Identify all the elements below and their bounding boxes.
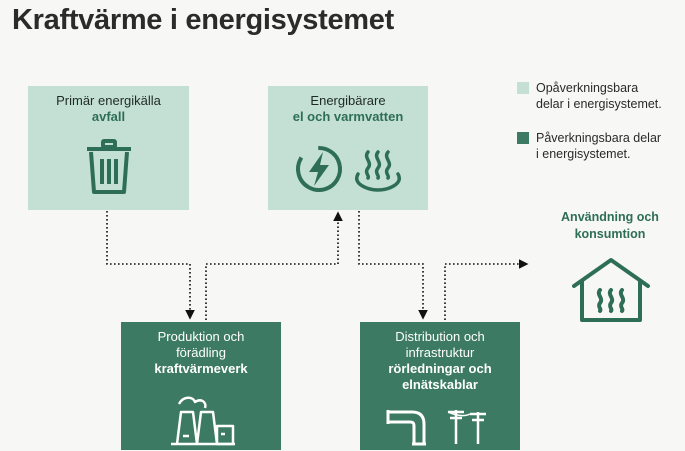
carrier-bold-label: el och varmvatten: [292, 109, 404, 124]
house-heat-icon: [572, 258, 650, 322]
carrier-label: Energibärare: [310, 93, 386, 108]
heat-waves-icon: [354, 150, 402, 192]
legend-item-light: Opåverkningsbara delar i energisystemet.: [536, 80, 662, 112]
distribution-box: Distribution och infrastruktur rörlednin…: [360, 322, 520, 450]
primary-energy-box: Primär energikälla avfall: [28, 86, 189, 210]
primary-label: Primär energikälla: [56, 93, 161, 108]
arrow-production-to-carrier: [205, 211, 343, 320]
power-plant-icon: [171, 396, 235, 446]
production-bold-label: kraftvärmeverk: [154, 361, 248, 376]
primary-bold-label: avfall: [91, 109, 126, 124]
production-label-1: Produktion och: [157, 329, 245, 344]
arrow-distribution-to-usage: [444, 259, 529, 320]
legend-light-line-2: delar i energisystemet.: [536, 97, 662, 111]
energy-carrier-box: Energibärare el och varmvatten: [268, 86, 428, 210]
distribution-bold-label-1: rörledningar och: [388, 361, 492, 376]
arrow-primary-to-production: [106, 211, 195, 320]
distribution-label-2: infrastruktur: [405, 345, 475, 360]
usage-label-1: Användning och: [561, 210, 659, 224]
distribution-label-1: Distribution och: [395, 329, 485, 344]
pipe-icon: [386, 410, 426, 446]
legend-dark-line-2: i energisystemet.: [536, 147, 631, 161]
page-title: Kraftvärme i energisystemet: [12, 4, 394, 36]
distribution-bold-label-2: elnätskablar: [402, 377, 478, 392]
usage-label: Användning och konsumtion: [544, 209, 676, 243]
production-label-2: förädling: [176, 345, 226, 360]
power-line-icon: [447, 410, 486, 444]
legend-light-line-1: Opåverkningsbara: [536, 81, 639, 95]
arrow-carrier-to-distribution: [358, 211, 428, 320]
lightning-icon: [296, 146, 342, 192]
usage-label-2: konsumtion: [574, 227, 646, 241]
legend-swatch-light: [517, 82, 529, 94]
legend-item-dark: Påverkningsbara delar i energisystemet.: [536, 130, 661, 162]
trash-icon: [87, 139, 131, 194]
production-box: Produktion och förädling kraftvärmeverk: [121, 322, 281, 450]
legend-swatch-dark: [517, 132, 529, 144]
legend-dark-line-1: Påverkningsbara delar: [536, 131, 662, 145]
